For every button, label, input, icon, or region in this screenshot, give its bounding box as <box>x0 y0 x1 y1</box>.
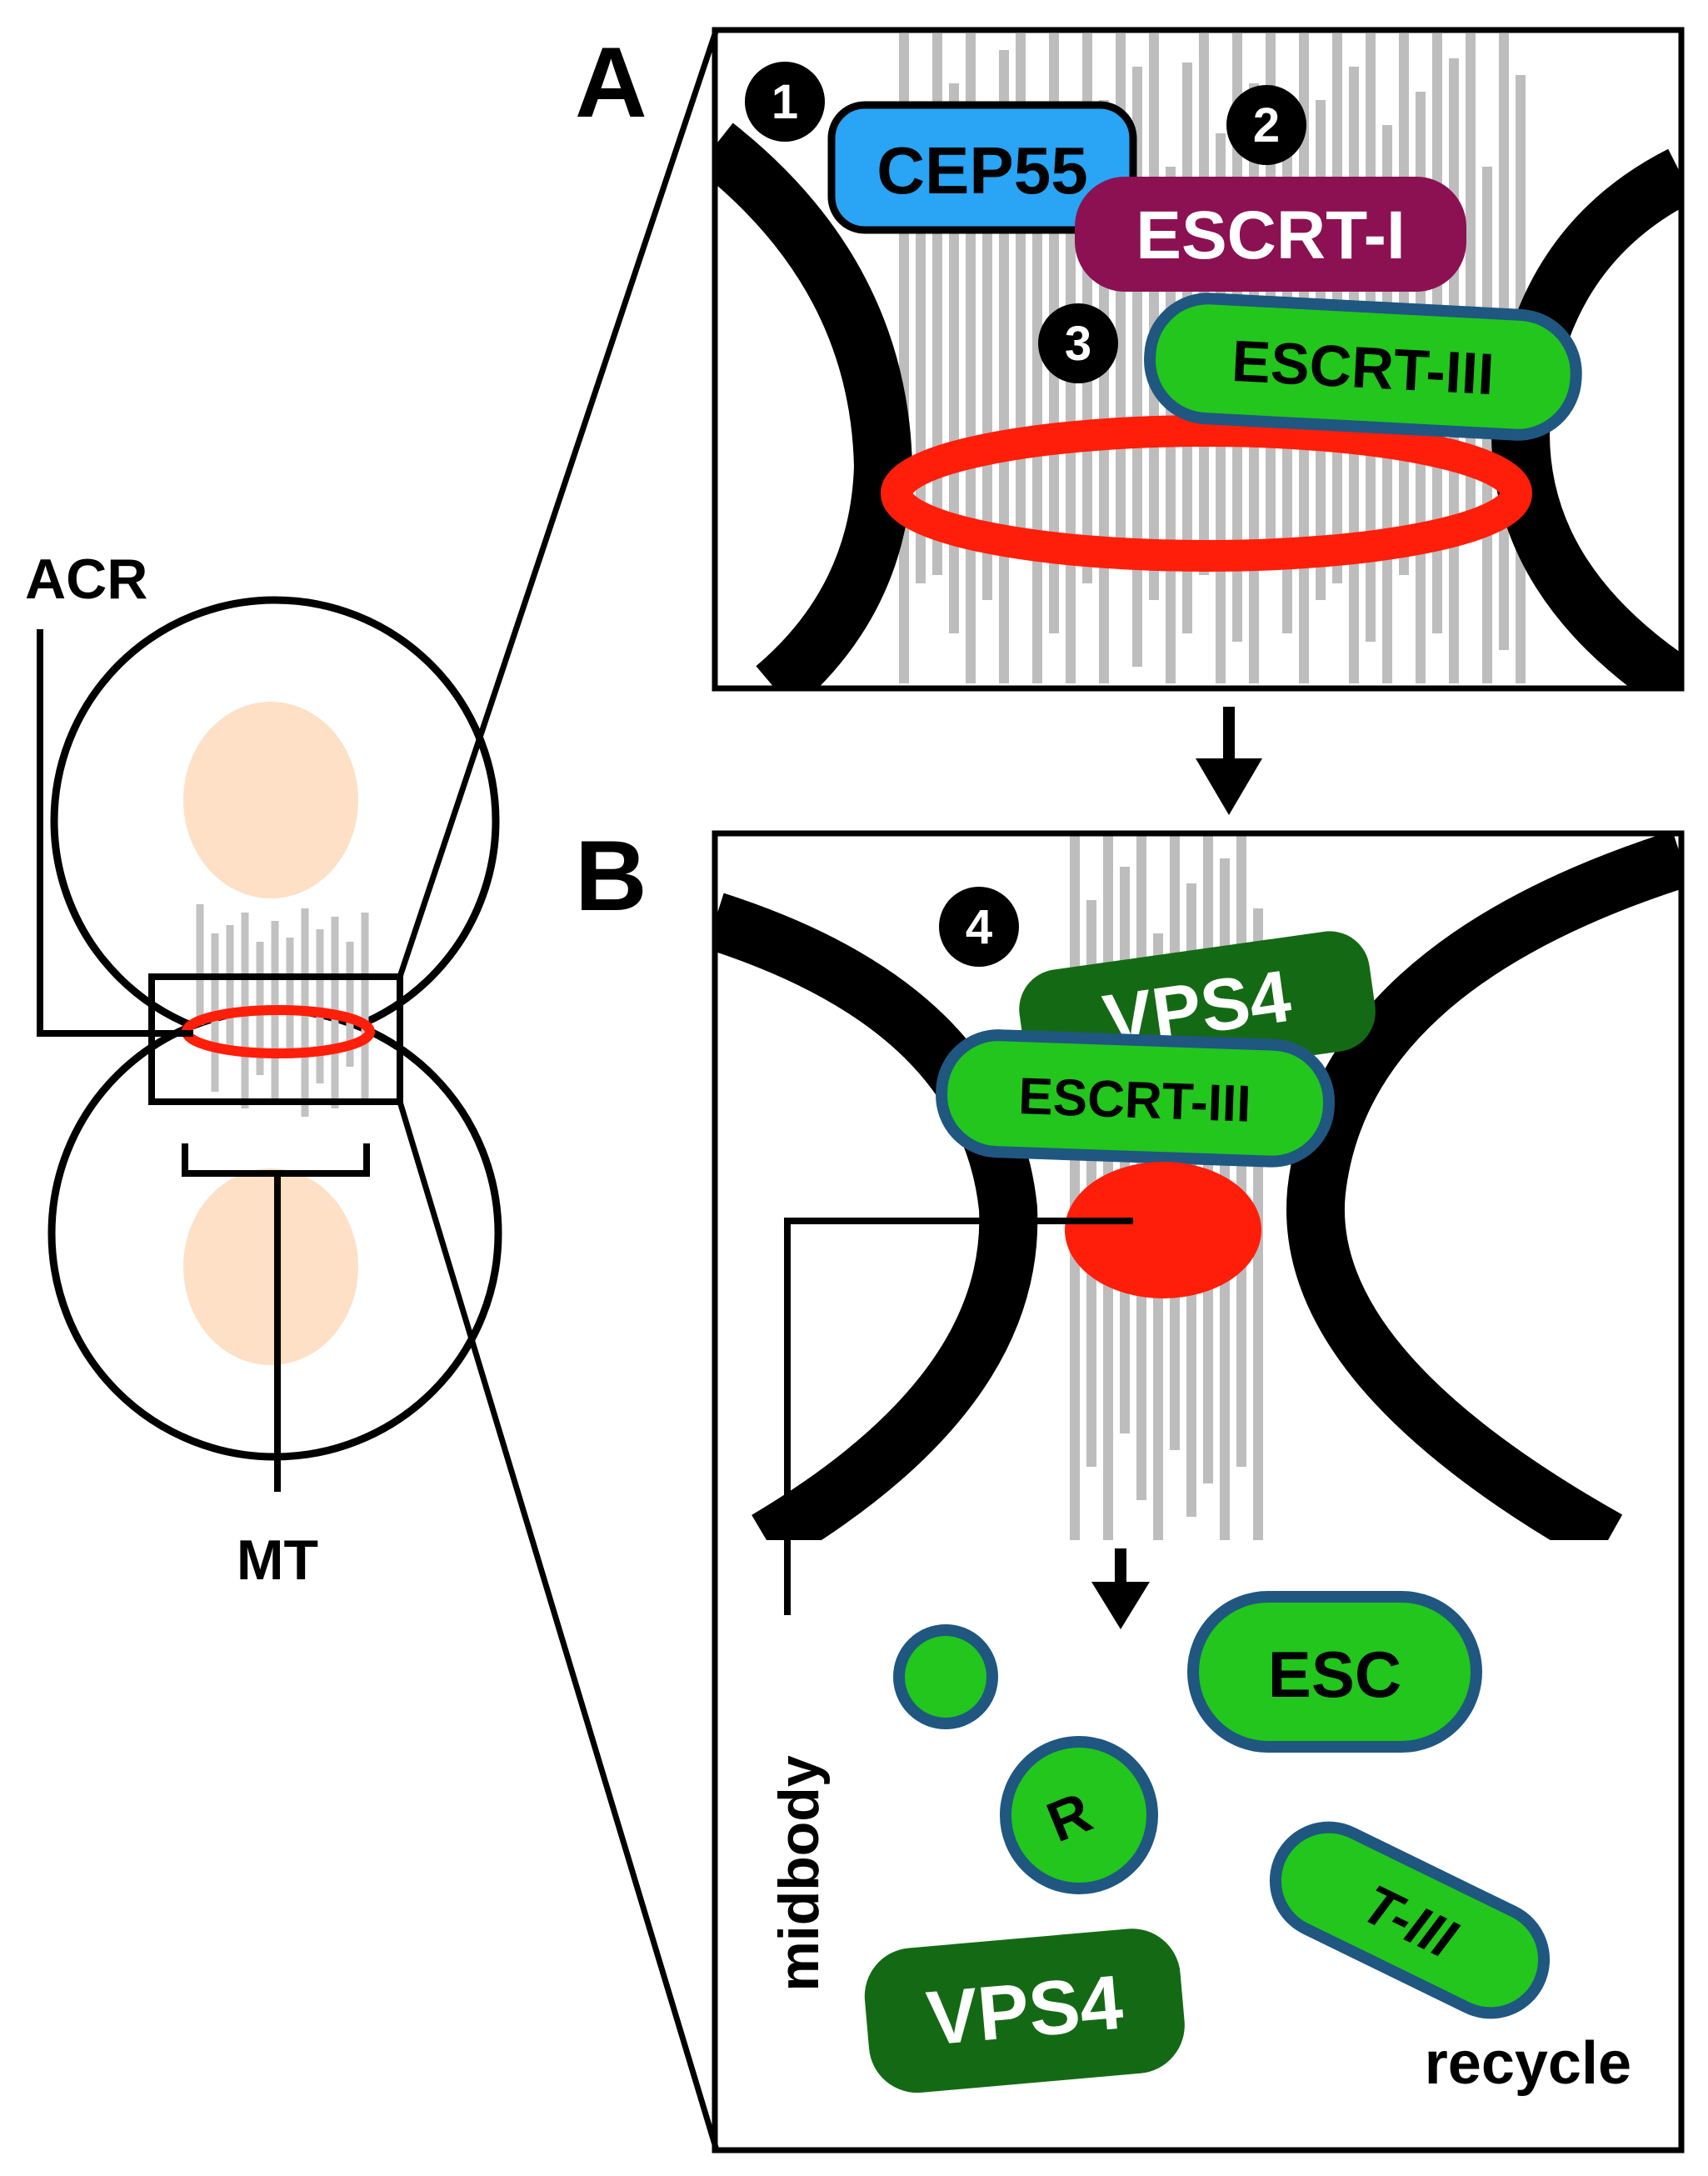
cep55-label: CEP55 <box>876 133 1087 208</box>
recycled-esc-fragment <box>1187 1591 1482 1753</box>
panel-b: 4 VPS4 ESCRT-III midbody ESC R T-III VPS <box>712 830 1685 2153</box>
acr-leader-line <box>37 629 193 1037</box>
step-2-number: 2 <box>1253 98 1280 153</box>
midbody-remnant <box>1065 1162 1261 1298</box>
a-to-b-arrow <box>1196 707 1262 815</box>
lower-nucleus <box>183 1168 358 1365</box>
step-4-badge <box>939 887 1019 967</box>
step-1-badge <box>745 62 825 142</box>
escrt-iii-label-a: ESCRT-III <box>1230 328 1496 407</box>
step-4-number: 4 <box>966 900 992 954</box>
escrt-iii-label-b: ESCRT-III <box>1017 1068 1251 1133</box>
esc-label: ESC <box>1268 1638 1401 1711</box>
escrt-iii-protein-a <box>1144 293 1582 441</box>
step-1-number: 1 <box>772 75 798 129</box>
mt-bracket <box>182 1143 370 1492</box>
escrt-i-label: ESCRT-I <box>1136 198 1405 273</box>
escrt-i-protein <box>1075 177 1466 292</box>
recycle-label: recycle <box>1425 2030 1631 2097</box>
acr-label: ACR <box>25 548 147 611</box>
recycled-r-fragment <box>1000 1736 1158 1894</box>
panel-b-frame <box>712 830 1685 2153</box>
step-2-badge <box>1226 85 1306 165</box>
recycled-small-fragment <box>893 1624 998 1729</box>
zoom-line-bottom <box>397 1100 720 2152</box>
midbody-leader-line <box>784 1218 1133 1615</box>
panel-b-letter: B <box>575 820 647 932</box>
mt-label: MT <box>237 1528 318 1592</box>
panel-a-frame <box>712 27 1685 692</box>
escrt-iii-protein-b <box>936 1029 1336 1168</box>
recycle-arrow <box>1091 1548 1150 1629</box>
midbody-label: midbody <box>767 1755 831 1992</box>
panel-b-right-membrane <box>1286 833 1681 1540</box>
acr-ring-large <box>881 415 1532 572</box>
panel-a: 1 CEP55 2 ESCRT-I 3 ESCRT-III <box>712 27 1685 692</box>
recycled-vps4 <box>864 1928 1185 2093</box>
recycled-vps4-label: VPS4 <box>923 1960 1126 2062</box>
cep55-protein <box>827 101 1137 234</box>
step-3-number: 3 <box>1065 317 1091 371</box>
zoom-line-top <box>397 28 720 978</box>
dividing-cell: ACR MT <box>25 548 502 1592</box>
panel-a-letter: A <box>575 27 647 138</box>
step-3-badge <box>1038 303 1118 383</box>
recycled-t-iii-fragment <box>1269 1821 1551 2019</box>
upper-nucleus <box>183 702 358 898</box>
midbody-zoom-box <box>148 973 403 1105</box>
panel-b-left-membrane <box>715 893 1038 1540</box>
panel-a-left-membrane <box>715 123 913 688</box>
